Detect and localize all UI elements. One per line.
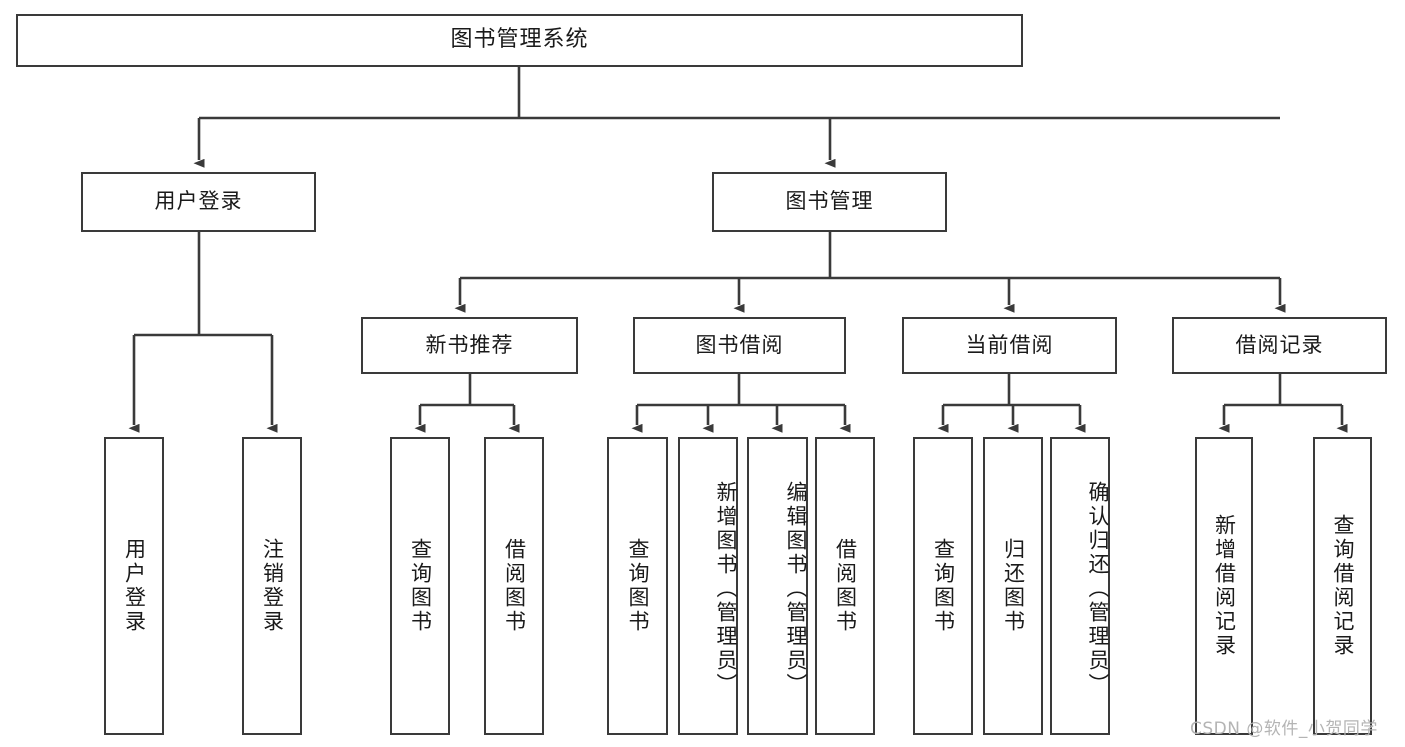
- leaf-edit-book-admin-label: 编辑图书（管理员）: [784, 481, 808, 697]
- leaf-add-borrow-record[interactable]: 新增借阅记录: [1195, 437, 1253, 735]
- leaf-query-borrow-record-label: 查询借阅记录: [1331, 514, 1355, 658]
- leaf-edit-book-admin[interactable]: 编辑图书（管理员）: [747, 437, 808, 735]
- leaf-return-book-label: 归还图书: [1001, 538, 1026, 634]
- leaf-borrow-book-recommend-label: 借阅图书: [502, 538, 527, 634]
- leaf-user-login-label: 用户登录: [122, 538, 147, 634]
- node-current-borrow-label: 当前借阅: [965, 332, 1054, 357]
- leaf-query-borrow-record[interactable]: 查询借阅记录: [1313, 437, 1372, 735]
- leaf-logout[interactable]: 注销登录: [242, 437, 302, 735]
- leaf-query-book-borrow-label: 查询图书: [626, 538, 650, 634]
- node-borrow-record[interactable]: 借阅记录: [1172, 317, 1387, 374]
- leaf-confirm-return-admin-label: 确认归还（管理员）: [1086, 481, 1110, 697]
- node-borrow-record-label: 借阅记录: [1235, 332, 1324, 357]
- node-root-label: 图书管理系统: [450, 27, 589, 53]
- leaf-borrow-book-label: 借阅图书: [833, 538, 858, 634]
- node-current-borrow[interactable]: 当前借阅: [902, 317, 1117, 374]
- leaf-borrow-book[interactable]: 借阅图书: [815, 437, 875, 735]
- csdn-watermark: CSDN @软件_小贺同学: [1190, 719, 1378, 739]
- node-root[interactable]: 图书管理系统: [16, 14, 1023, 67]
- node-user-login[interactable]: 用户登录: [81, 172, 316, 232]
- node-book-borrow[interactable]: 图书借阅: [633, 317, 846, 374]
- node-new-book-recommend[interactable]: 新书推荐: [361, 317, 578, 374]
- leaf-query-book-recommend[interactable]: 查询图书: [390, 437, 450, 735]
- leaf-borrow-book-recommend[interactable]: 借阅图书: [484, 437, 544, 735]
- leaf-logout-label: 注销登录: [260, 538, 285, 634]
- leaf-add-book-admin-label: 新增图书（管理员）: [714, 481, 738, 697]
- leaf-user-login[interactable]: 用户登录: [104, 437, 164, 735]
- leaf-add-book-admin[interactable]: 新增图书（管理员）: [678, 437, 738, 735]
- leaf-return-book[interactable]: 归还图书: [983, 437, 1043, 735]
- node-user-login-label: 用户登录: [154, 189, 243, 214]
- leaf-query-book-borrow[interactable]: 查询图书: [607, 437, 668, 735]
- leaf-confirm-return-admin[interactable]: 确认归还（管理员）: [1050, 437, 1110, 735]
- leaf-query-book-recommend-label: 查询图书: [408, 538, 433, 634]
- node-book-management-label: 图书管理: [785, 189, 874, 214]
- node-book-borrow-label: 图书借阅: [695, 332, 784, 357]
- node-book-management[interactable]: 图书管理: [712, 172, 947, 232]
- leaf-query-book-current-label: 查询图书: [931, 538, 956, 634]
- node-new-book-recommend-label: 新书推荐: [425, 332, 514, 357]
- leaf-add-borrow-record-label: 新增借阅记录: [1212, 514, 1237, 658]
- leaf-query-book-current[interactable]: 查询图书: [913, 437, 973, 735]
